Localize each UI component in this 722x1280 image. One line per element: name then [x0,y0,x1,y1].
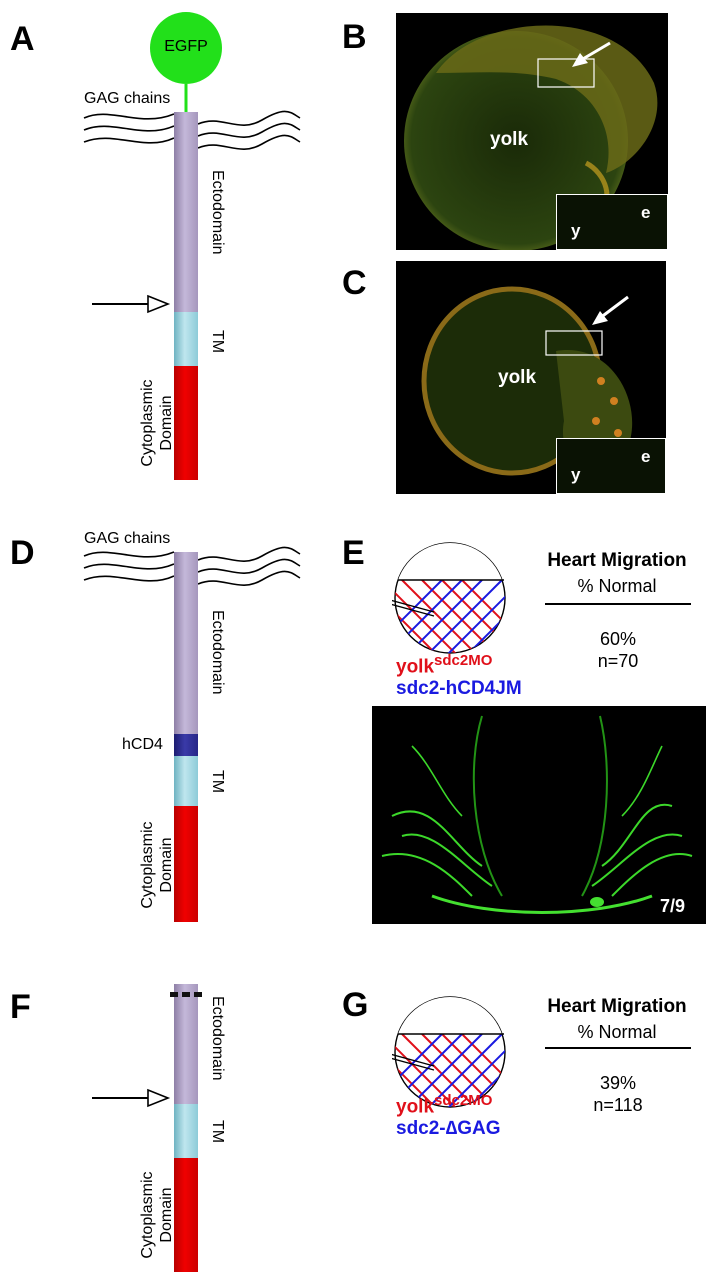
cytoplasmic-segment-a [174,366,198,480]
inset-b-y: y [571,221,581,240]
yolk-label-b: yolk [490,129,529,150]
inset-b-e: e [641,203,651,222]
percent-normal-label-g: % Normal [577,1022,657,1042]
header-rule-e [545,603,691,605]
cyto-line1-f: Cytoplasmic [139,1171,156,1259]
n-value-g: n=118 [593,1095,643,1115]
cleavage-arrow-head [147,294,171,314]
micrograph-e: 7/9 [372,706,706,924]
cytoplasmic-segment-d [174,806,198,922]
ectodomain-label-f: Ectodomain [209,996,226,1081]
ectodomain-segment-a [174,112,198,312]
legend-yolk-g-text: yolk [396,1096,435,1118]
cyto-line2-f: Domain [158,1187,175,1243]
cytoplasmic-label-d: Cytoplasmic Domain [138,810,176,920]
legend-construct-g: sdc2-∆GAG [396,1118,501,1139]
ectodomain-label-a: Ectodomain [209,170,226,255]
cleavage-arrow-f [92,1088,171,1108]
gag-chain-right-3 [197,134,301,150]
inset-b: y e [556,194,668,250]
ectodomain-segment-f [174,984,198,1104]
panel-d-gag-chains [83,546,301,586]
hcd4-label: hCD4 [122,736,163,753]
panel-letter-c: C [342,264,367,302]
percent-value-e: 60% [599,629,637,649]
gag-chain-left-3 [83,137,175,144]
panel-letter-b: B [342,18,367,56]
tm-segment-d [174,756,198,806]
panel-letter-g: G [342,986,369,1024]
gag-chains-label-d: GAG chains [84,530,171,547]
gag-chain-left-1 [83,113,175,120]
deletion-mark-f [170,992,202,997]
panel-letter-f: F [10,988,31,1026]
header-rule-g [545,1047,691,1049]
ectodomain-label-d: Ectodomain [209,610,226,695]
ectodomain-segment-d [174,552,198,734]
inset-c-y: y [571,465,581,484]
cyto-line2-d: Domain [158,837,175,893]
cyto-line1-d: Cytoplasmic [139,821,156,909]
egfp-label: EGFP [164,38,208,55]
legend-yolk-g-sup: sdc2MO [434,1092,493,1109]
inset-c-e: e [641,447,651,466]
neural-tube-graphic [381,715,693,914]
gag-chain-right-2 [197,122,301,138]
embryo-schematic-g [392,996,506,1108]
egfp-circle [150,12,222,84]
micrograph-c: yolk y e [396,261,666,494]
cyto-line1-a: Cytoplasmic [139,379,156,467]
heart-migration-title-e: Heart Migration [547,550,687,571]
percent-normal-label-e: % Normal [577,576,657,596]
panel-a-diagram [83,12,301,314]
n-value-e: n=70 [597,651,639,671]
legend-construct-e: sdc2-hCD4JM [396,678,522,699]
legend-yolk-e-text: yolk [396,656,435,678]
percent-value-g: 39% [599,1073,637,1093]
image-count-e: 7/9 [660,896,686,916]
embryo-schematic-e [392,542,506,654]
cyto-line2-a: Domain [158,395,175,451]
legend-yolk-e-sup: sdc2MO [434,652,493,669]
panel-letter-a: A [10,20,35,58]
yolk-label-c: yolk [498,367,537,388]
tm-label-d: TM [209,770,226,794]
tm-label-f: TM [209,1120,226,1144]
gag-chain-left-2 [83,125,175,132]
inset-c: y e [556,438,666,494]
gag-chain-right-1 [197,110,301,126]
legend-yolk-e: yolksdc2MO [396,652,492,678]
legend-yolk-g: yolksdc2MO [396,1092,492,1118]
cytoplasmic-label-a: Cytoplasmic Domain [138,368,176,478]
panel-letter-e: E [342,534,365,572]
heart-migration-title-g: Heart Migration [547,996,687,1017]
tm-segment-f [174,1104,198,1158]
tm-segment-a [174,312,198,366]
panel-letter-d: D [10,534,35,572]
tm-label-a: TM [209,330,226,354]
gag-chains-label-a: GAG chains [84,90,171,107]
cytoplasmic-segment-f [174,1158,198,1272]
micrograph-b: yolk y e [396,13,668,250]
hcd4-segment-d [174,734,198,756]
cytoplasmic-label-f: Cytoplasmic Domain [138,1160,176,1270]
